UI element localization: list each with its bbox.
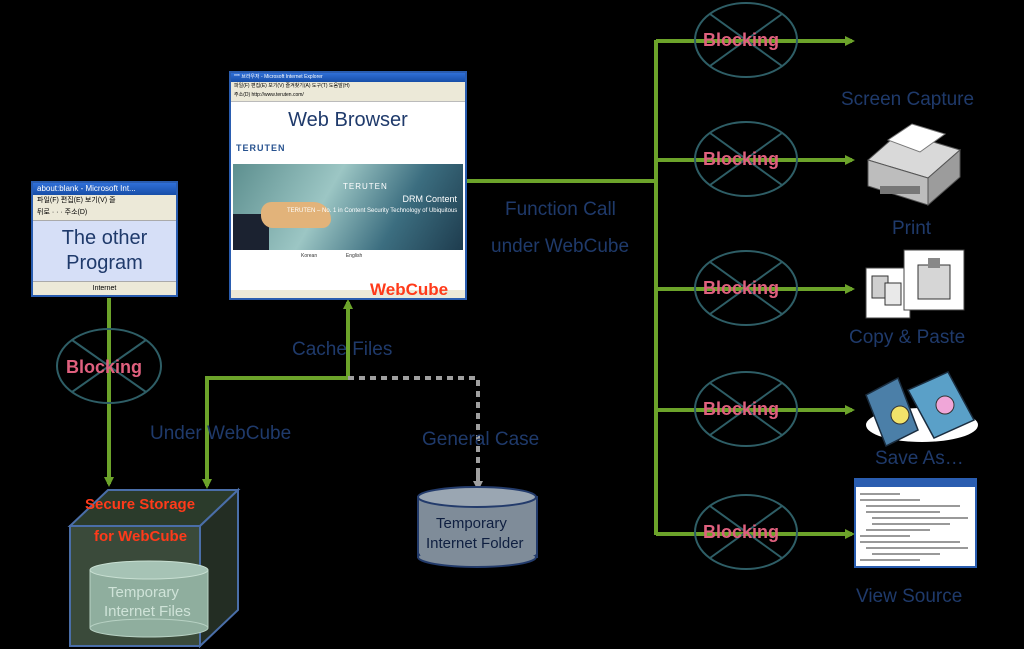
temp-files-label-2: Internet Files xyxy=(104,603,191,620)
teruten-logo: TERUTEN xyxy=(236,143,286,153)
blocking-label-3: Blocking xyxy=(703,278,780,298)
browser-titlebar: *** 브라우저 - Microsoft Internet Explorer xyxy=(231,73,465,82)
browser-address-bar: 주소(D) http://www.teruten.com/ xyxy=(231,90,465,102)
drm-banner-image: TERUTEN DRM Content TERUTEN – No. 1 in C… xyxy=(233,164,463,250)
browser-menubar: 파일(F) 편집(E) 보기(V) 즐겨찾기(A) 도구(T) 도움말(H) xyxy=(231,82,465,90)
browser-statusbar xyxy=(231,290,465,298)
blocking-mark-left xyxy=(56,328,162,404)
cache-files-label: Cache Files xyxy=(292,339,393,360)
temp-folder-label-2: Internet Folder xyxy=(426,535,524,552)
blocking-mark-4 xyxy=(694,371,798,447)
print-label: Print xyxy=(892,218,932,239)
blocking-mark-5 xyxy=(694,494,798,570)
view-source-label: View Source xyxy=(856,586,963,607)
blocking-label-left: Blocking xyxy=(66,357,143,377)
korean-link: Korean xyxy=(301,253,318,259)
drm-content-label: DRM Content xyxy=(402,194,457,204)
temporary-internet-files-cylinder xyxy=(89,560,209,638)
blocking-label-1: Blocking xyxy=(703,30,780,50)
temporary-internet-folder-cylinder xyxy=(417,486,538,568)
under-webcube-left-label: Under WebCube xyxy=(150,423,292,444)
screen-capture-label: Screen Capture xyxy=(841,89,975,110)
other-program-label: The other Program xyxy=(33,221,176,281)
secure-storage-label-2: for WebCube xyxy=(94,528,188,545)
banner-hand xyxy=(261,202,331,228)
general-case-label: General Case xyxy=(422,429,540,450)
web-browser-window: *** 브라우저 - Microsoft Internet Explorer 파… xyxy=(229,71,467,300)
language-links: Korean English xyxy=(301,253,362,259)
blocking-label-4: Blocking xyxy=(703,399,780,419)
general-case-arrow xyxy=(348,376,480,478)
clipboard-icon xyxy=(865,249,965,319)
under-webcube-right-label: under WebCube xyxy=(491,236,630,257)
blocking-label-2: Blocking xyxy=(703,149,780,169)
temp-folder-label-1: Temporary xyxy=(436,515,507,532)
cache-files-arrow xyxy=(205,304,350,484)
source-code-icon xyxy=(854,478,977,568)
function-call-label: Function Call xyxy=(505,199,616,220)
temp-files-label-1: Temporary xyxy=(108,584,179,601)
copy-paste-label: Copy & Paste xyxy=(849,327,966,348)
blocking-mark-2 xyxy=(694,121,798,197)
printer-icon xyxy=(866,123,962,207)
blocking-mark-1 xyxy=(694,2,798,78)
other-program-titlebar: about:blank - Microsoft Int... xyxy=(33,183,176,195)
other-program-statusbar: Internet xyxy=(33,281,176,295)
webcube-label: WebCube xyxy=(370,280,449,299)
english-link: English xyxy=(345,253,363,259)
blocking-label-5: Blocking xyxy=(703,522,780,542)
blocking-mark-3 xyxy=(694,250,798,326)
save-as-label: Save As… xyxy=(875,448,964,469)
web-browser-title: Web Browser xyxy=(288,109,408,131)
floppy-disk-icon xyxy=(865,371,978,448)
other-program-menubar: 파일(F) 편집(E) 보기(V) 즐 xyxy=(33,195,176,206)
other-program-toolbar: 뒤로 · · · 주소(D) xyxy=(33,206,176,221)
other-program-window: about:blank - Microsoft Int... 파일(F) 편집(… xyxy=(31,181,178,297)
banner-teruten: TERUTEN xyxy=(343,182,388,191)
banner-slogan: TERUTEN – No. 1 in Content Security Tech… xyxy=(287,208,458,214)
secure-storage-label-1: Secure Storage xyxy=(85,496,196,513)
